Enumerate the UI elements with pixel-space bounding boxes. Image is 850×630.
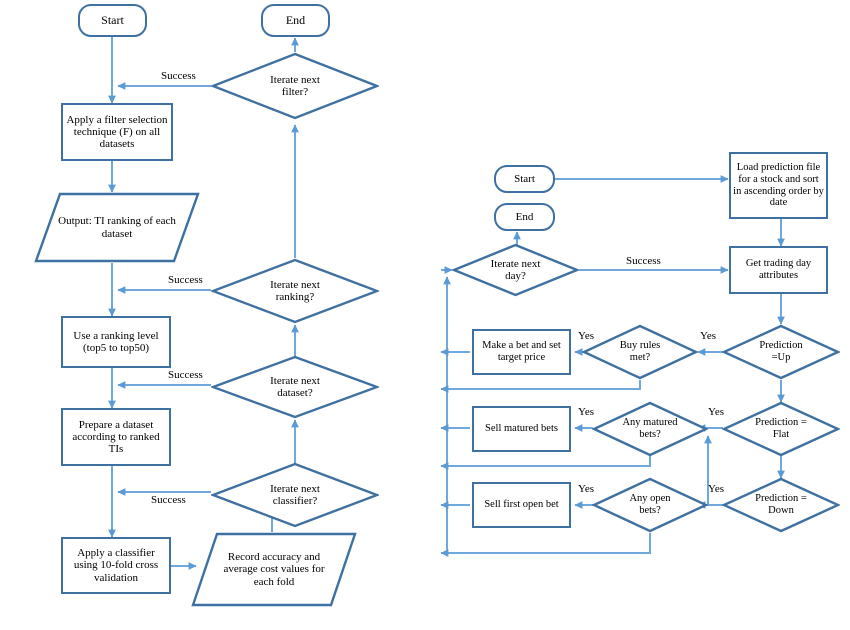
filter-success-text: Success (161, 70, 196, 82)
any-open-decision[interactable]: Any open bets? (592, 477, 708, 533)
record-accuracy-parallelogram[interactable]: Record accuracy and average cost values … (191, 532, 357, 607)
left-end-node[interactable]: End (261, 4, 330, 37)
record-accuracy-label: Record accuracy and average cost values … (223, 551, 325, 588)
prediction-flat-decision[interactable]: Prediction = Flat (722, 401, 840, 457)
left-start-node[interactable]: Start (78, 4, 147, 37)
day-success-text: Success (626, 255, 661, 267)
diamond-shape (582, 324, 698, 380)
parallelogram-shape (191, 532, 357, 607)
iterate-classifier-decision[interactable]: Iterate next classifier? (211, 462, 379, 528)
make-bet-box[interactable]: Make a bet and set target price (472, 329, 571, 375)
label-dataset-success: Success (168, 369, 203, 381)
sell-first-open-box[interactable]: Sell first open bet (472, 482, 571, 528)
label-matured-yes: Yes (578, 406, 594, 418)
iterate-day-decision[interactable]: Iterate next day? (452, 243, 579, 297)
classifier-success-text: Success (151, 494, 186, 506)
apply-filter-box[interactable]: Apply a filter selection technique (F) o… (61, 103, 173, 161)
iterate-filter-label: Iterate next filter? (270, 73, 320, 98)
load-prediction-label: Load prediction file for a stock and sor… (733, 162, 824, 209)
any-matured-label: Any matured bets? (622, 417, 678, 440)
output-ranking-parallelogram[interactable]: Output: TI ranking of each dataset (34, 192, 200, 263)
label-filter-success: Success (161, 70, 196, 82)
iterate-classifier-label: Iterate next classifier? (270, 482, 320, 507)
label-ranking-success: Success (168, 274, 203, 286)
ranking-level-box[interactable]: Use a ranking level (top5 to top50) (61, 316, 171, 368)
label-classifier-success: Success (151, 494, 186, 506)
prediction-down-decision[interactable]: Prediction = Down (722, 477, 840, 533)
any-matured-decision[interactable]: Any matured bets? (592, 401, 708, 457)
sell-matured-box[interactable]: Sell matured bets (472, 406, 571, 452)
label-flat-yes: Yes (708, 406, 724, 418)
diamond-shape (592, 401, 708, 457)
left-start-label: Start (101, 12, 124, 27)
diamond-shape (211, 52, 379, 120)
iterate-ranking-decision[interactable]: Iterate next ranking? (211, 258, 379, 324)
make-bet-label: Make a bet and set target price (482, 340, 561, 363)
diamond-shape (722, 477, 840, 533)
dataset-success-text: Success (168, 369, 203, 381)
diamond-shape (211, 258, 379, 324)
prepare-dataset-label: Prepare a dataset according to ranked TI… (72, 418, 160, 456)
parallelogram-shape (34, 192, 200, 263)
matured-yes-text: Yes (578, 406, 595, 418)
prediction-down-label: Prediction = Down (755, 493, 807, 516)
prediction-up-decision[interactable]: Prediction =Up (722, 324, 840, 380)
iterate-dataset-decision[interactable]: Iterate next dataset? (211, 355, 379, 419)
load-prediction-box[interactable]: Load prediction file for a stock and sor… (729, 152, 828, 219)
label-open-yes: Yes (578, 483, 594, 495)
iterate-dataset-label: Iterate next dataset? (270, 374, 320, 399)
sell-matured-label: Sell matured bets (485, 423, 558, 435)
diamond-shape (452, 243, 579, 297)
ranking-success-text: Success (168, 274, 203, 286)
any-open-label: Any open bets? (629, 493, 671, 516)
iterate-ranking-label: Iterate next ranking? (270, 278, 320, 303)
buy-rules-label: Buy rules met? (619, 340, 661, 363)
right-end-node[interactable]: End (494, 203, 555, 231)
buy-rules-yes-text: Yes (578, 330, 595, 342)
label-up-yes: Yes (700, 330, 716, 342)
left-end-label: End (285, 12, 306, 27)
up-yes-text: Yes (700, 330, 717, 342)
open-yes-text: Yes (578, 483, 595, 495)
right-end-label: End (515, 210, 534, 223)
buy-rules-decision[interactable]: Buy rules met? (582, 324, 698, 380)
diamond-shape (211, 355, 379, 419)
flat-yes-text: Yes (708, 406, 725, 418)
sell-first-open-label: Sell first open bet (484, 499, 559, 511)
get-attributes-box[interactable]: Get trading day attributes (729, 246, 828, 294)
diamond-shape (592, 477, 708, 533)
output-ranking-label: Output: TI ranking of each dataset (58, 215, 176, 240)
apply-filter-label: Apply a filter selection technique (F) o… (66, 113, 168, 151)
diamond-shape (722, 324, 840, 380)
down-yes-text: Yes (708, 483, 725, 495)
label-down-yes: Yes (708, 483, 724, 495)
diamond-shape (722, 401, 840, 457)
get-attributes-label: Get trading day attributes (745, 258, 812, 281)
prediction-flat-label: Prediction = Flat (755, 417, 807, 440)
ranking-level-label: Use a ranking level (top5 to top50) (73, 329, 159, 354)
right-start-label: Start (514, 172, 535, 185)
diamond-shape (211, 462, 379, 528)
iterate-day-label: Iterate next day? (490, 257, 541, 282)
apply-classifier-label: Apply a classifier using 10-fold cross v… (73, 547, 159, 584)
apply-classifier-box[interactable]: Apply a classifier using 10-fold cross v… (61, 537, 171, 594)
label-day-success: Success (626, 255, 661, 267)
label-buy-rules-yes: Yes (578, 330, 594, 342)
iterate-filter-decision[interactable]: Iterate next filter? (211, 52, 379, 120)
prepare-dataset-box[interactable]: Prepare a dataset according to ranked TI… (61, 408, 171, 466)
prediction-up-label: Prediction =Up (759, 340, 803, 363)
right-start-node[interactable]: Start (494, 165, 555, 193)
